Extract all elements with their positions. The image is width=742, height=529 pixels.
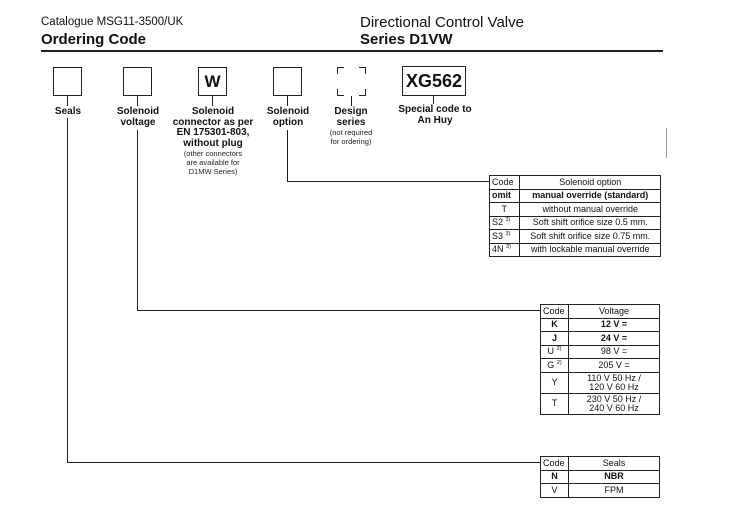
seals-code-box [53,67,82,96]
connector-tick [212,96,213,106]
document-series: Series D1VW [360,31,453,48]
table-row: V FPM [540,483,660,498]
table-row: omit manual override (standard) [488,188,661,203]
table-row: U 2) 98 V = [540,344,660,359]
voltage-label: Solenoid voltage [116,106,160,128]
voltage-table: Code Voltage K 12 V = J 24 V = U 2) 98 V… [540,304,660,415]
table-row: Y 110 V 50 Hz / 120 V 60 Hz [540,371,660,394]
seals-tick [67,96,68,106]
voltage-code-box [123,67,152,96]
table-header: Code Voltage [540,304,660,319]
seals-leader-h [67,462,541,463]
seals-leader [67,118,68,463]
table-row: N NBR [540,469,660,484]
table-row: K 12 V = [540,317,660,332]
table-header: Code Seals [540,456,660,471]
voltage-tick [137,96,138,106]
margin-rule [666,128,667,158]
design-series-code-box [337,67,366,96]
section-title: Ordering Code [41,31,147,48]
catalogue-number: Catalogue MSG11-3500/UK [41,16,184,28]
solenoid-option-tick [287,96,288,106]
table-row: T 230 V 50 Hz / 240 V 60 Hz [540,392,660,415]
design-series-label: Design series (not required for ordering… [329,106,373,146]
solenoid-option-leader-h [287,181,490,182]
document-title: Directional Control Valve [360,14,524,31]
special-code-tick [433,96,434,104]
header-divider [41,50,663,52]
table-row: G 2) 205 V = [540,358,660,373]
special-code-box: XG562 [402,66,466,96]
solenoid-option-table: Code Solenoid option omit manual overrid… [488,175,661,257]
design-series-tick [351,96,352,106]
special-code-label: Special code to An Huy [398,104,472,126]
table-row: S2 3) Soft shift orifice size 0.5 mm. [488,215,661,230]
table-row: 4N 3) with lockable manual override [488,242,661,257]
solenoid-option-leader [287,130,288,182]
voltage-leader-h [137,310,541,311]
table-row: S3 3) Soft shift orifice size 0.75 mm. [488,229,661,244]
seals-table: Code Seals N NBR V FPM [540,456,660,498]
seals-label: Seals [54,106,82,117]
table-row: T without manual override [488,202,661,217]
solenoid-option-code-box [273,67,302,96]
voltage-leader [137,130,138,311]
connector-code-box: W [198,67,227,96]
solenoid-option-label: Solenoid option [266,106,310,128]
table-header: Code Solenoid option [488,175,661,190]
connector-label: Solenoid connector as per EN 175301-803,… [172,106,254,176]
table-row: J 24 V = [540,331,660,346]
